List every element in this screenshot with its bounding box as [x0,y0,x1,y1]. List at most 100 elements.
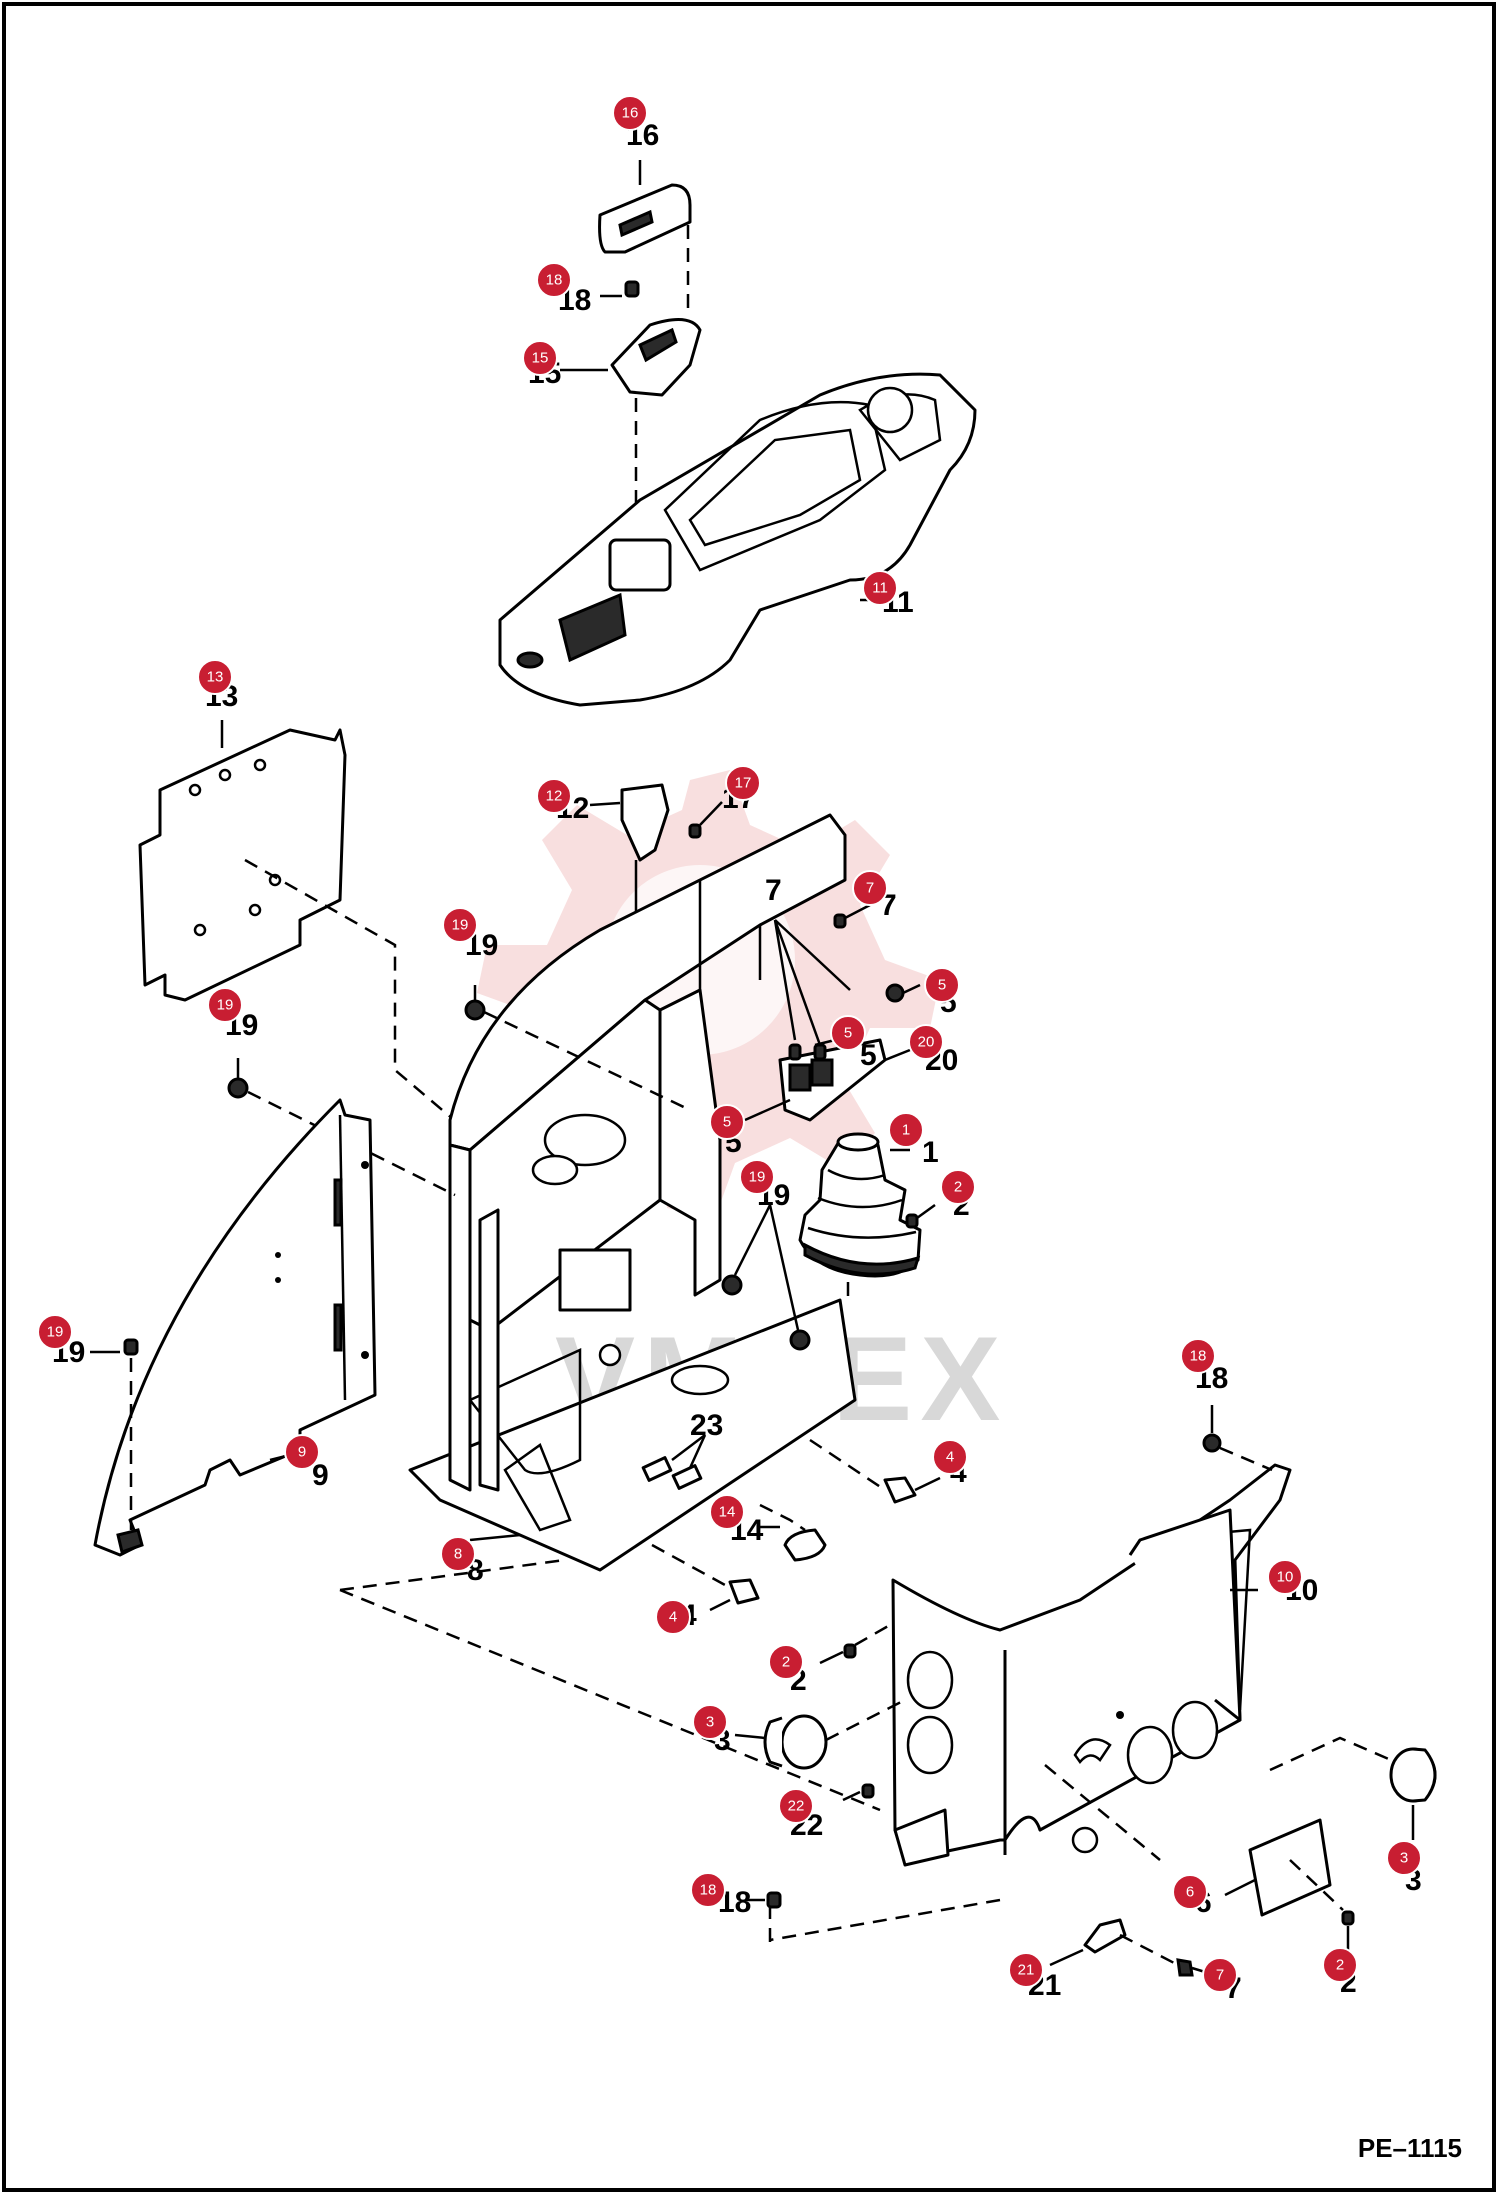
badge-2-bottom[interactable]: 2 [1322,1947,1358,1983]
badge-16[interactable]: 16 [612,95,648,131]
svg-text:5: 5 [844,1025,852,1042]
svg-text:18: 18 [1190,1348,1207,1365]
part-18-screw-bottom [745,1891,782,1909]
part-19-screw-upper [464,985,486,1021]
part-3-cap-left [734,1698,906,1770]
badge-18-right[interactable]: 18 [1180,1338,1216,1374]
badge-14[interactable]: 14 [709,1494,745,1530]
svg-text:16: 16 [622,105,639,122]
badge-19-left[interactable]: 19 [207,987,243,1023]
part-2-screw-boot [905,1203,936,1229]
badge-4-bottom[interactable]: 4 [655,1599,691,1635]
badge-11[interactable]: 11 [862,570,898,606]
part-8-console-frame [408,813,857,1572]
badge-4-right[interactable]: 4 [932,1439,968,1475]
badge-3-left[interactable]: 3 [692,1704,728,1740]
badge-7-bottom[interactable]: 7 [1202,1957,1238,1993]
svg-text:4: 4 [946,1449,954,1466]
callout-label-5-middle: 5 [860,1039,877,1072]
badge-22[interactable]: 22 [778,1788,814,1824]
svg-text:2: 2 [1336,1957,1344,1974]
svg-text:19: 19 [749,1169,766,1186]
part-11-console-shell [498,372,977,707]
svg-text:13: 13 [207,669,224,686]
svg-text:3: 3 [706,1714,714,1731]
badge-7-right[interactable]: 7 [852,870,888,906]
part-18-screw-top [600,280,640,298]
svg-text:2: 2 [782,1654,790,1671]
badge-18-bottom[interactable]: 18 [690,1872,726,1908]
part-4-clip-bottom [651,1543,760,1612]
svg-text:19: 19 [47,1324,64,1341]
svg-text:5: 5 [723,1114,731,1131]
part-10-front-cover [891,1463,1292,1867]
badge-5-left[interactable]: 5 [709,1104,745,1140]
part-18-screw-right [1202,1405,1222,1453]
part-2-screw-bottom [1341,1910,1355,1950]
diagram-code: PE–1115 [1357,2133,1462,2163]
svg-text:7: 7 [866,880,874,897]
svg-text:11: 11 [872,580,888,597]
svg-text:18: 18 [700,1882,717,1899]
part-3-cap-right [1269,1736,1437,1840]
svg-text:14: 14 [719,1504,736,1521]
badge-18-top[interactable]: 18 [536,262,572,298]
part-19-screw-left [227,1058,249,1099]
svg-text:8: 8 [454,1546,462,1563]
badge-1[interactable]: 1 [888,1112,924,1148]
svg-text:19: 19 [217,997,234,1014]
part-2-screw-cover [819,1643,857,1665]
badge-5-right[interactable]: 5 [924,967,960,1003]
part-17-screw [688,801,723,839]
part-21-bracket [1049,1918,1179,1967]
svg-text:21: 21 [1018,1962,1035,1979]
part-7-screw-right [833,903,871,929]
svg-text:2: 2 [954,1179,962,1196]
svg-text:5: 5 [938,977,946,994]
callout-label-9: 9 [312,1459,329,1492]
part-7-screws-group [773,919,851,1061]
badge-17[interactable]: 17 [725,765,761,801]
part-22-screw [842,1783,875,1802]
part-5-nuts [744,983,921,1122]
badge-8[interactable]: 8 [440,1536,476,1572]
part-12-bracket [589,783,670,862]
badge-12[interactable]: 12 [536,778,572,814]
badge-2-boot[interactable]: 2 [940,1169,976,1205]
svg-text:18: 18 [546,272,563,289]
part-19-screw-panel [90,1338,139,1356]
svg-text:10: 10 [1277,1569,1294,1586]
svg-text:7: 7 [1216,1967,1224,1984]
svg-text:20: 20 [918,1034,935,1051]
part-1-rubber-boot [798,1132,922,1278]
svg-text:6: 6 [1186,1884,1194,1901]
part-15-grip-base [560,318,702,397]
badge-19-boot[interactable]: 19 [739,1159,775,1195]
callout-label-23: 23 [690,1409,723,1442]
badge-13[interactable]: 13 [197,659,233,695]
part-23-clips [641,1434,707,1490]
badge-20[interactable]: 20 [908,1024,944,1060]
part-20-plate [778,1038,911,1122]
badge-19-panel[interactable]: 19 [37,1314,73,1350]
svg-text:3: 3 [1400,1850,1408,1867]
badge-21[interactable]: 21 [1008,1952,1044,1988]
badge-6[interactable]: 6 [1172,1874,1208,1910]
callout-label-1: 1 [922,1136,939,1169]
badge-9[interactable]: 9 [284,1434,320,1470]
part-9-side-panel [93,1098,377,1557]
badge-10[interactable]: 10 [1267,1559,1303,1595]
badge-19-upper[interactable]: 19 [442,907,478,943]
part-4-clip-right [809,1438,941,1504]
badge-15[interactable]: 15 [522,340,558,376]
svg-text:9: 9 [298,1444,306,1461]
part-6-plate [1224,1818,1332,1917]
svg-text:22: 22 [788,1798,805,1815]
badge-5-middle[interactable]: 5 [830,1015,866,1051]
badge-3-right[interactable]: 3 [1386,1840,1422,1876]
badge-2-cover[interactable]: 2 [768,1644,804,1680]
part-14-grommet [759,1503,827,1562]
